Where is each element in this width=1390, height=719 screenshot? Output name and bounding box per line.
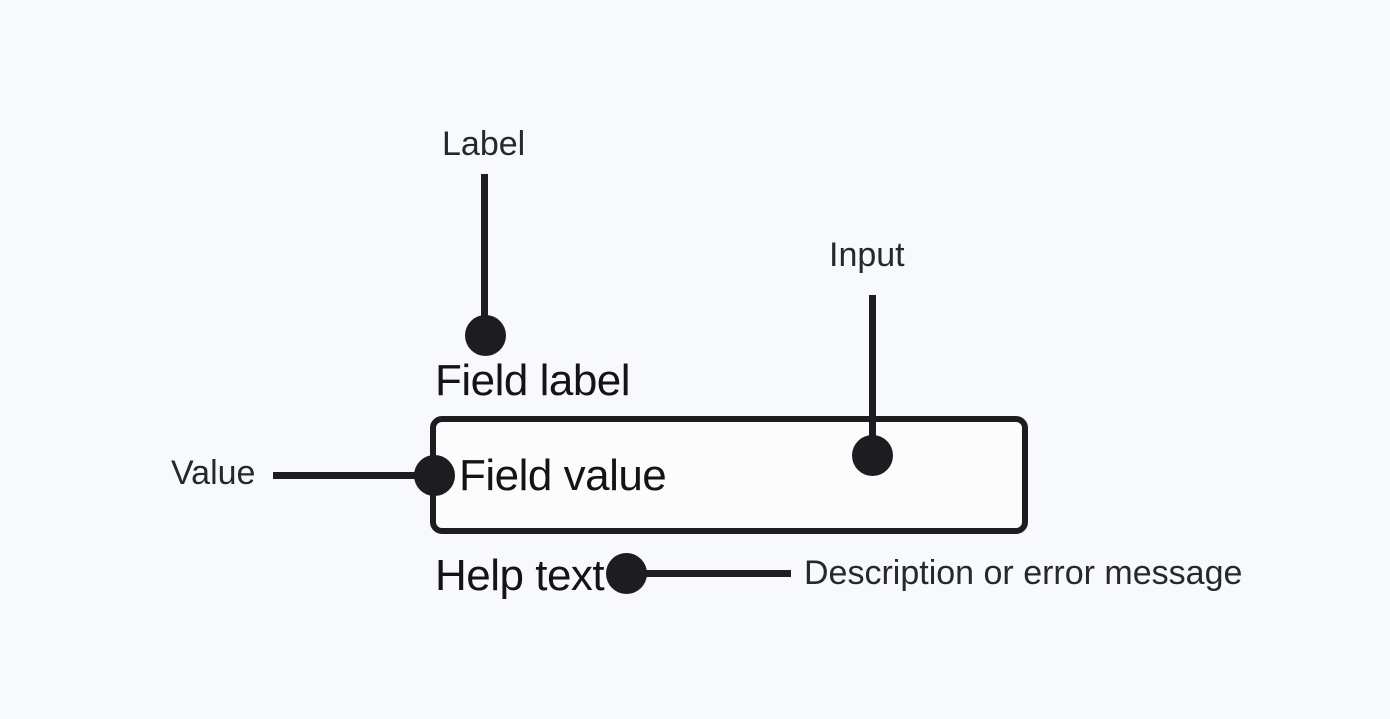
input-connector-dot (852, 435, 893, 476)
value-connector-line (273, 472, 435, 479)
annotation-description: Description or error message (804, 554, 1243, 592)
annotation-label: Label (442, 125, 526, 163)
field-value-text: Field value (459, 451, 667, 500)
label-connector-dot (465, 315, 506, 356)
input-connector-line (869, 295, 876, 456)
help-connector-line (627, 570, 791, 577)
help-text: Help text (435, 551, 605, 600)
annotation-value: Value (171, 454, 256, 492)
value-connector-dot (414, 455, 455, 496)
label-connector-line (481, 174, 488, 336)
annotation-input: Input (829, 236, 905, 274)
field-label-text: Field label (435, 356, 631, 405)
input-box (430, 416, 1028, 534)
